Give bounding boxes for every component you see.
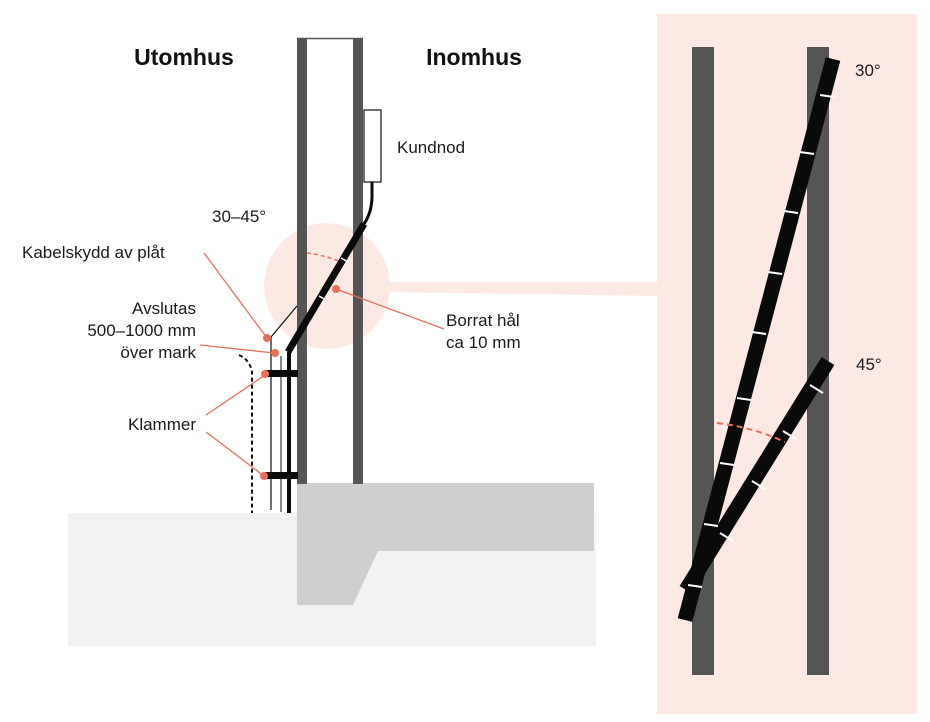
cable-marker: [318, 295, 327, 301]
zoom-connector: [385, 282, 657, 296]
cable-marker: [340, 257, 349, 263]
detail-angle-arc: [716, 422, 786, 443]
dot-end-height: [271, 349, 279, 357]
label-angle-45: 45°: [856, 355, 882, 374]
clamp-lower: [265, 472, 298, 479]
marker-45: [782, 430, 797, 440]
heading-outdoor: Utomhus: [134, 44, 234, 70]
marker-30: [767, 271, 783, 275]
marker-30: [736, 397, 752, 401]
leader-clamp-upper: [205, 374, 266, 416]
cable-guard: [270, 305, 298, 510]
angle-arc-small: [306, 252, 342, 263]
label-drilled-hole-2: ca 10 mm: [446, 333, 521, 352]
marker-30: [687, 584, 703, 588]
marker-45: [809, 384, 824, 394]
foundation: [297, 483, 594, 605]
node-lead: [362, 182, 374, 225]
label-drilled-hole-1: Borrat hål: [446, 311, 520, 330]
wall-outer-panel: [297, 38, 307, 484]
wall-cable: [284, 222, 368, 354]
wall-inner-panel: [353, 38, 363, 484]
label-customer-node: Kundnod: [397, 138, 465, 157]
marker-30: [819, 94, 835, 98]
label-end-height-1: Avslutas: [132, 299, 196, 318]
detail-cable-45: [679, 357, 835, 594]
dot-cable-guard: [263, 334, 271, 342]
customer-node-box: [363, 109, 382, 183]
detail-wall-right: [807, 47, 829, 675]
marker-30: [751, 331, 767, 335]
dot-drilled-hole: [332, 285, 340, 293]
leader-cable-guard: [203, 252, 268, 339]
marker-45: [751, 480, 766, 490]
marker-30: [783, 210, 799, 214]
dot-clamp-lower: [260, 472, 268, 480]
marker-45: [719, 532, 734, 542]
label-end-height-2: 500–1000 mm: [87, 321, 196, 340]
dot-clamp-upper: [261, 370, 269, 378]
label-angle-30: 30°: [855, 61, 881, 80]
leader-clamp-lower: [205, 431, 265, 477]
marker-30: [703, 523, 719, 527]
marker-30: [719, 462, 735, 466]
clamp-upper: [265, 370, 298, 377]
leader-drilled-hole: [335, 288, 445, 330]
leader-end-height: [199, 344, 275, 354]
marker-30: [799, 151, 815, 155]
ground-line-marker: [238, 354, 253, 513]
label-angle-range: 30–45°: [212, 207, 266, 226]
label-clamps: Klammer: [128, 415, 196, 434]
label-end-height-3: över mark: [120, 343, 196, 362]
label-cable-guard: Kabelskydd av plåt: [22, 243, 165, 262]
heading-indoor: Inomhus: [426, 44, 522, 70]
